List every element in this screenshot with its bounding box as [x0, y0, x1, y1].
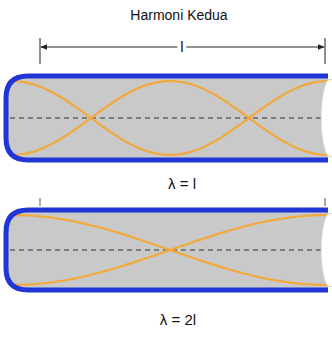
standing-wave — [12, 215, 328, 285]
standing-wave — [12, 81, 328, 155]
wavelength-label: λ = l — [168, 176, 196, 193]
dimension-label: l — [177, 39, 186, 56]
center-line — [10, 118, 324, 119]
standing-wave — [12, 215, 328, 285]
pipe-wall — [6, 210, 328, 290]
title: Harmoni Kedua — [130, 8, 227, 23]
pipe-wall — [6, 76, 328, 160]
dimension-tick — [40, 38, 41, 64]
tick-mark — [325, 198, 326, 206]
pipe-opening — [321, 79, 332, 157]
dimension-tick — [325, 38, 326, 64]
tick-mark — [40, 198, 41, 206]
pipe-opening — [321, 213, 332, 287]
standing-wave — [12, 81, 328, 155]
wavelength-label: λ = 2l — [160, 312, 196, 329]
pipe-body — [6, 210, 328, 290]
pipe-body — [6, 76, 328, 160]
